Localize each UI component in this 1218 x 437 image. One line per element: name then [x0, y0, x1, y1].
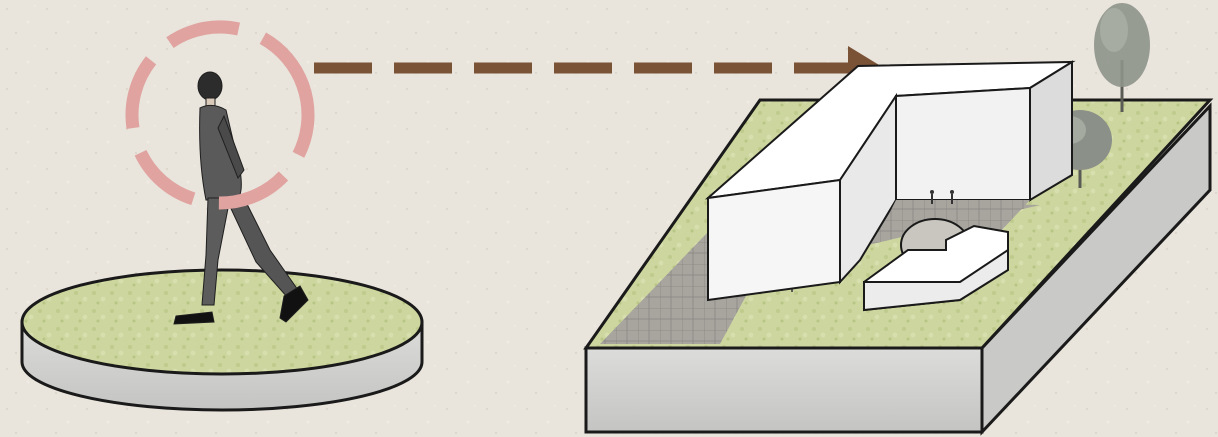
round-grass-platform — [22, 270, 422, 410]
